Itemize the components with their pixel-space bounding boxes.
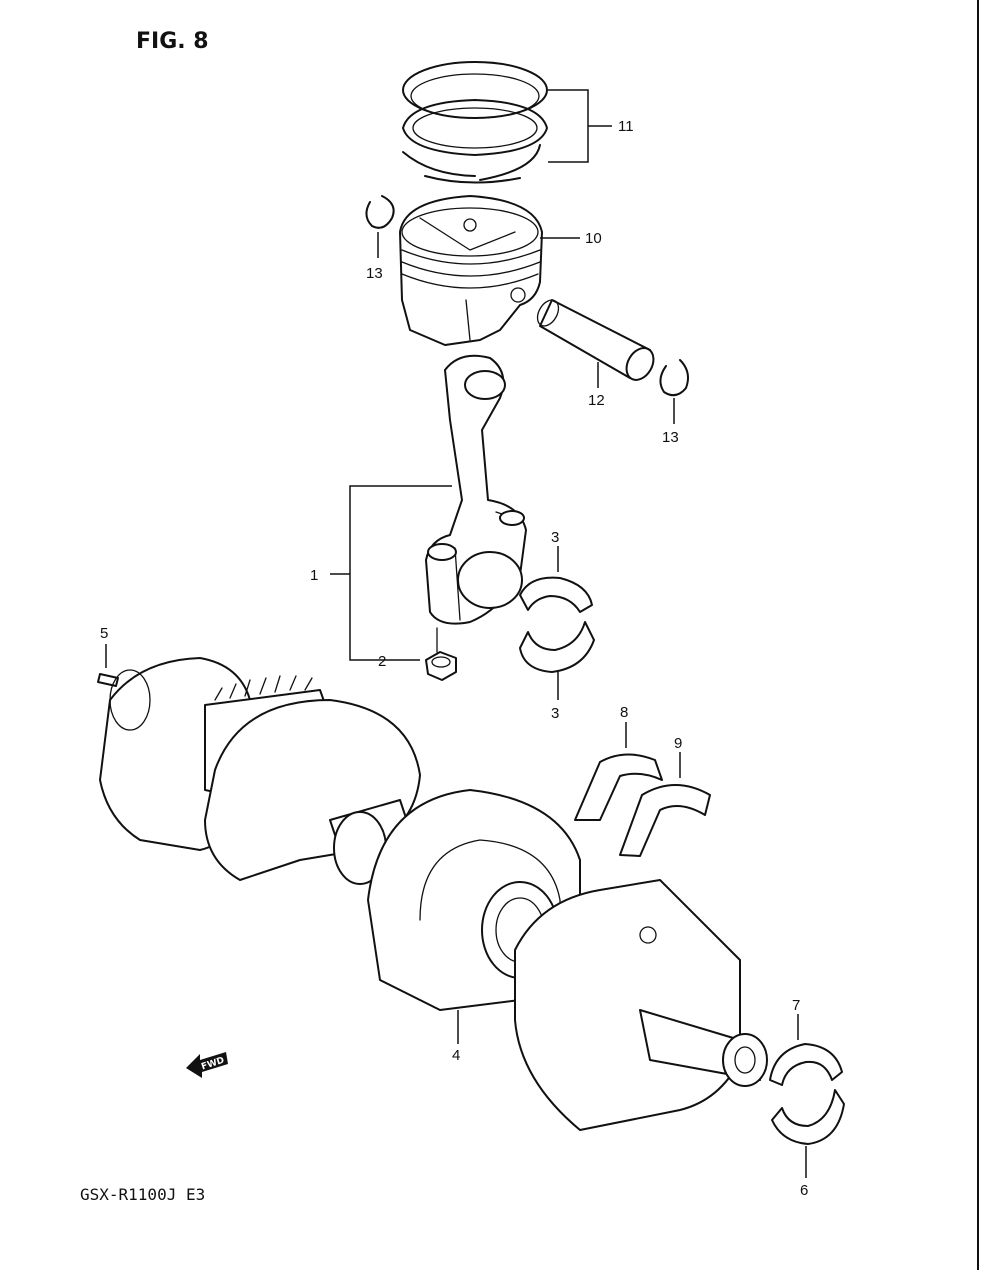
piston-pin xyxy=(536,299,655,381)
callout-13b: 13 xyxy=(662,429,679,446)
connecting-rod xyxy=(425,354,527,625)
callout-7: 7 xyxy=(792,997,800,1014)
thrust-bearing-8 xyxy=(574,753,663,821)
callout-9: 9 xyxy=(674,735,682,752)
figure-title: FIG. 8 xyxy=(136,29,209,54)
callout-5: 5 xyxy=(100,625,108,642)
main-bearing-7 xyxy=(769,1043,843,1086)
model-code: GSX-R1100J E3 xyxy=(80,1185,205,1204)
fwd-arrow-icon: FWD xyxy=(186,1052,228,1078)
callout-4: 4 xyxy=(452,1047,460,1064)
con-rod-bearing-lower xyxy=(519,621,595,673)
main-bearing-6 xyxy=(771,1089,845,1145)
callout-2: 2 xyxy=(378,653,386,670)
piston-rings xyxy=(402,61,548,184)
callout-3a: 3 xyxy=(551,529,559,546)
callout-13a: 13 xyxy=(366,265,383,282)
callout-12: 12 xyxy=(588,392,605,409)
piston xyxy=(399,195,543,346)
callout-3b: 3 xyxy=(551,705,559,722)
thrust-bearing-9 xyxy=(619,784,711,857)
callout-6: 6 xyxy=(800,1182,808,1199)
bracket-1 xyxy=(330,485,452,661)
fwd-label: FWD xyxy=(200,1056,225,1073)
callout-11: 11 xyxy=(618,118,634,135)
circlip-left xyxy=(365,195,395,229)
con-rod-bearing-upper xyxy=(519,576,593,613)
callout-8: 8 xyxy=(620,704,628,721)
crankshaft xyxy=(99,657,768,1131)
callout-10: 10 xyxy=(585,230,602,247)
con-rod-nut xyxy=(425,627,457,681)
circlip-right xyxy=(659,359,689,397)
callout-1: 1 xyxy=(310,567,318,584)
bracket-11 xyxy=(548,89,612,163)
